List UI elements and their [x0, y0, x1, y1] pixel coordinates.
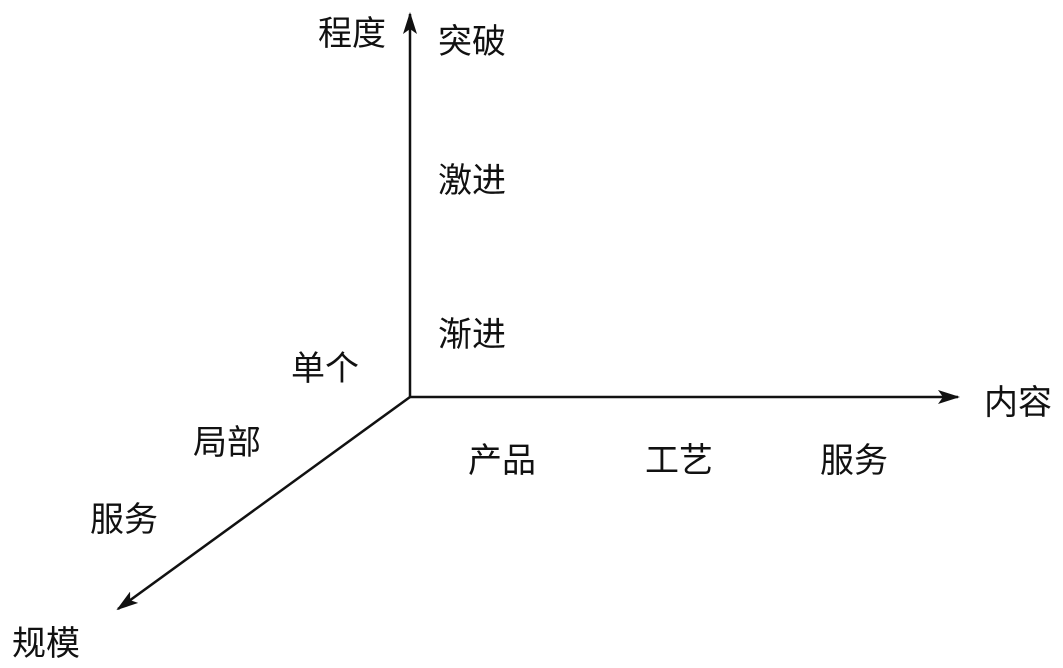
diagonal-axis-title: 规模	[12, 624, 80, 664]
vertical-tick-incremental: 渐进	[438, 315, 506, 355]
diagonal-tick-single: 单个	[291, 349, 359, 389]
diagonal-axis-line	[116, 395, 411, 611]
horizontal-tick-service: 服务	[820, 441, 888, 481]
diagonal-tick-service: 服务	[90, 500, 158, 540]
vertical-tick-radical: 激进	[438, 161, 506, 201]
vertical-axis-title: 程度	[318, 14, 386, 54]
diagonal-tick-local: 局部	[193, 423, 261, 463]
vertical-tick-breakthrough: 突破	[438, 22, 506, 62]
horizontal-axis-title: 内容	[984, 383, 1052, 423]
horizontal-tick-process: 工艺	[645, 441, 713, 481]
horizontal-tick-product: 产品	[468, 441, 536, 481]
